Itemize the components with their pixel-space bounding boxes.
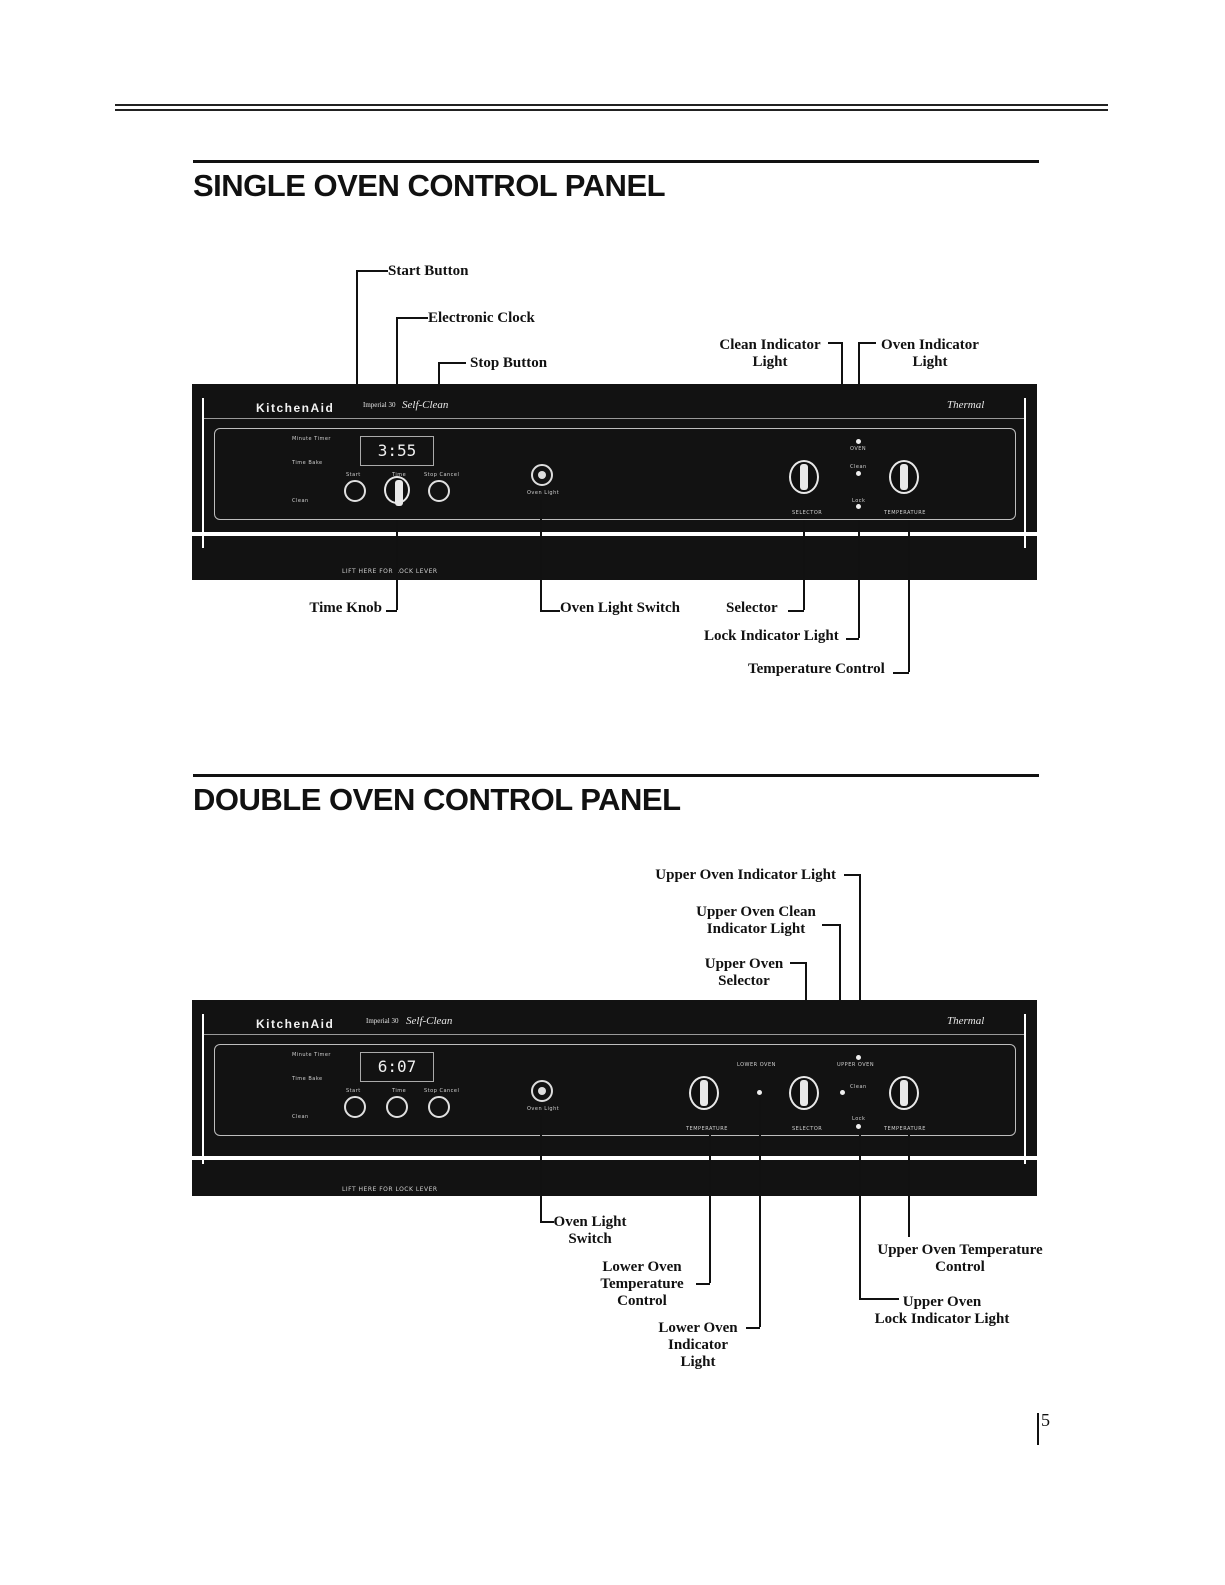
upper-oven-clean-indicator-light	[840, 1090, 845, 1095]
leader-line	[396, 317, 398, 447]
top-rule	[115, 104, 1108, 106]
upper-oven-temperature-knob[interactable]	[889, 1076, 919, 1110]
label-selector: Selector	[726, 600, 778, 616]
top-rule	[115, 109, 1108, 111]
label-oven-indicator: Oven Indicator Light	[881, 337, 979, 370]
label-upper-oven-temperature: Upper Oven Temperature Control	[877, 1242, 1043, 1275]
model-name: Imperial 30	[366, 1017, 399, 1025]
temperature-knob[interactable]	[889, 460, 919, 494]
lower-oven-temperature-knob[interactable]	[689, 1076, 719, 1110]
label-clean-indicator: Clean Indicator Light	[719, 337, 821, 370]
lock-indicator-light	[856, 504, 861, 509]
time-knob[interactable]	[386, 1096, 408, 1118]
label-lower-oven-temperature: Lower Oven Temperature Control	[600, 1259, 684, 1309]
leader-line	[438, 362, 466, 364]
lower-oven-indicator-light	[757, 1090, 762, 1095]
self-clean-mark: Self-Clean	[402, 399, 449, 411]
label-electronic-clock: Electronic Clock	[428, 310, 535, 326]
leader-line	[858, 342, 876, 344]
time-knob[interactable]	[384, 476, 410, 506]
label-upper-oven-indicator: Upper Oven Indicator Light	[655, 867, 836, 883]
electronic-clock: 3:55	[360, 436, 434, 466]
label-upper-oven-clean: Upper Oven Clean Indicator Light	[696, 904, 816, 937]
thermal-mark: Thermal	[947, 1015, 985, 1027]
start-button[interactable]	[344, 1096, 366, 1118]
label-time-knob: Time Knob	[309, 600, 382, 616]
upper-oven-selector-knob[interactable]	[789, 1076, 819, 1110]
single-title: SINGLE OVEN CONTROL PANEL	[193, 168, 666, 203]
oven-indicator-light	[856, 439, 861, 444]
label-oven-light-switch: Oven Light Switch	[560, 600, 681, 616]
double-title: DOUBLE OVEN CONTROL PANEL	[193, 782, 681, 817]
label-temperature-control: Temperature Control	[748, 661, 885, 677]
brand-logo: KitchenAid	[256, 401, 335, 415]
leader-line	[356, 270, 358, 488]
label-upper-oven-lock: Upper Oven Lock Indicator Light	[874, 1294, 1010, 1327]
oven-light-switch[interactable]	[531, 464, 553, 486]
page-number: 5	[1041, 1410, 1050, 1430]
label-lower-oven-indicator: Lower Oven Indicator Light	[658, 1320, 738, 1370]
upper-oven-lock-indicator-light	[856, 1124, 861, 1129]
page-number-rule	[1037, 1413, 1039, 1445]
section-rule	[193, 774, 1039, 777]
label-upper-oven-selector: Upper Oven Selector	[704, 956, 784, 989]
upper-oven-indicator-light	[856, 1055, 861, 1060]
single-control-panel: KitchenAid Imperial 30 Self-Clean Therma…	[192, 384, 1037, 580]
thermal-mark: Thermal	[947, 399, 985, 411]
stop-button[interactable]	[428, 480, 450, 502]
oven-light-switch[interactable]	[531, 1080, 553, 1102]
label-oven-light-switch: Oven Light Switch	[553, 1214, 627, 1247]
self-clean-mark: Self-Clean	[406, 1015, 453, 1027]
lift-lever-text: LIFT HERE FOR LOCK LEVER	[342, 1186, 438, 1193]
label-start-button: Start Button	[388, 263, 469, 279]
leader-line	[828, 342, 842, 344]
label-stop-button: Stop Button	[470, 355, 548, 371]
section-rule	[193, 160, 1039, 163]
model-name: Imperial 30	[363, 401, 396, 409]
label-lock-indicator: Lock Indicator Light	[704, 628, 839, 644]
double-control-panel: KitchenAid Imperial 30 Self-Clean Therma…	[192, 1000, 1037, 1196]
brand-logo: KitchenAid	[256, 1017, 335, 1031]
selector-knob[interactable]	[789, 460, 819, 494]
leader-line	[396, 317, 428, 319]
lift-lever-text: LIFT HERE FOR LOCK LEVER	[342, 568, 438, 575]
leader-line	[356, 270, 388, 272]
electronic-clock: 6:07	[360, 1052, 434, 1082]
clean-indicator-light	[856, 471, 861, 476]
start-button[interactable]	[344, 480, 366, 502]
stop-button[interactable]	[428, 1096, 450, 1118]
